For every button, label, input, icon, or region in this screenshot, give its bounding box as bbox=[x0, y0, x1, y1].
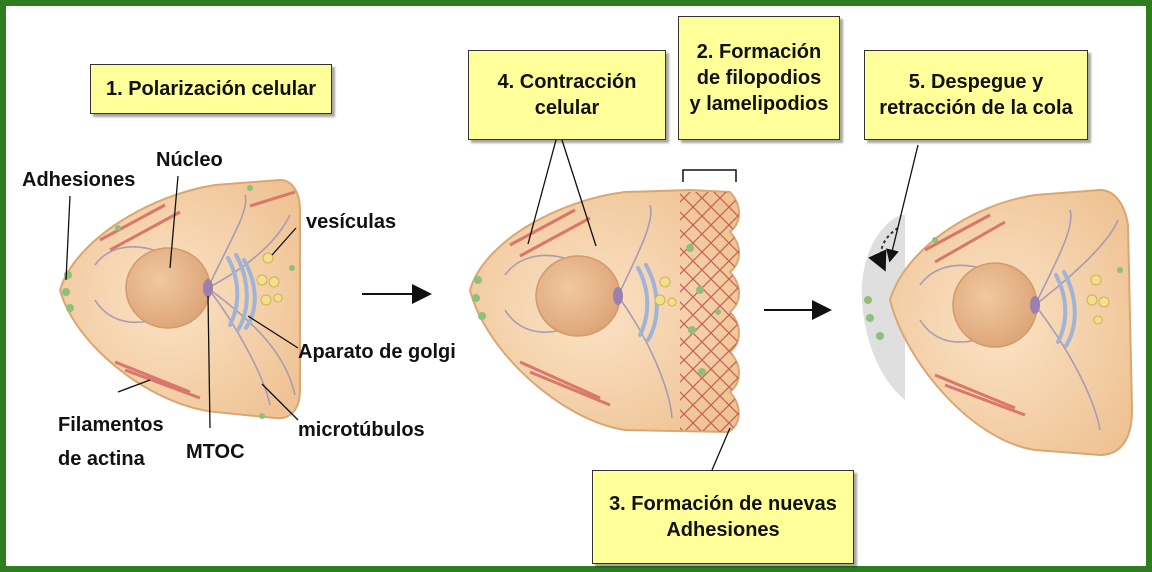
step-4-box: 4. Contracción celular bbox=[468, 50, 666, 140]
cell-1 bbox=[60, 180, 300, 419]
nucleus bbox=[126, 248, 210, 328]
label-mtoc: MTOC bbox=[186, 440, 245, 464]
cell-3 bbox=[862, 190, 1132, 455]
cell-2 bbox=[470, 170, 739, 432]
label-microtubulos: microtúbulos bbox=[298, 418, 425, 442]
step-2-box: 2. Formación de filopodios y lamelipodio… bbox=[678, 16, 840, 140]
step-3-box: 3. Formación de nuevas Adhesiones bbox=[592, 470, 854, 564]
step-1-box: 1. Polarización celular bbox=[90, 64, 332, 114]
label-adhesiones: Adhesiones bbox=[22, 168, 135, 192]
mtoc-marker bbox=[203, 279, 213, 297]
label-filamentos-de-actina: Filamentos de actina bbox=[58, 408, 164, 476]
label-nucleo: Núcleo bbox=[156, 148, 223, 172]
step-5-box: 5. Despegue y retracción de la cola bbox=[864, 50, 1088, 140]
lamellipodium-bracket bbox=[683, 170, 736, 182]
label-aparato-de-golgi: Aparato de golgi bbox=[298, 340, 456, 364]
label-vesiculas: vesículas bbox=[306, 210, 396, 234]
